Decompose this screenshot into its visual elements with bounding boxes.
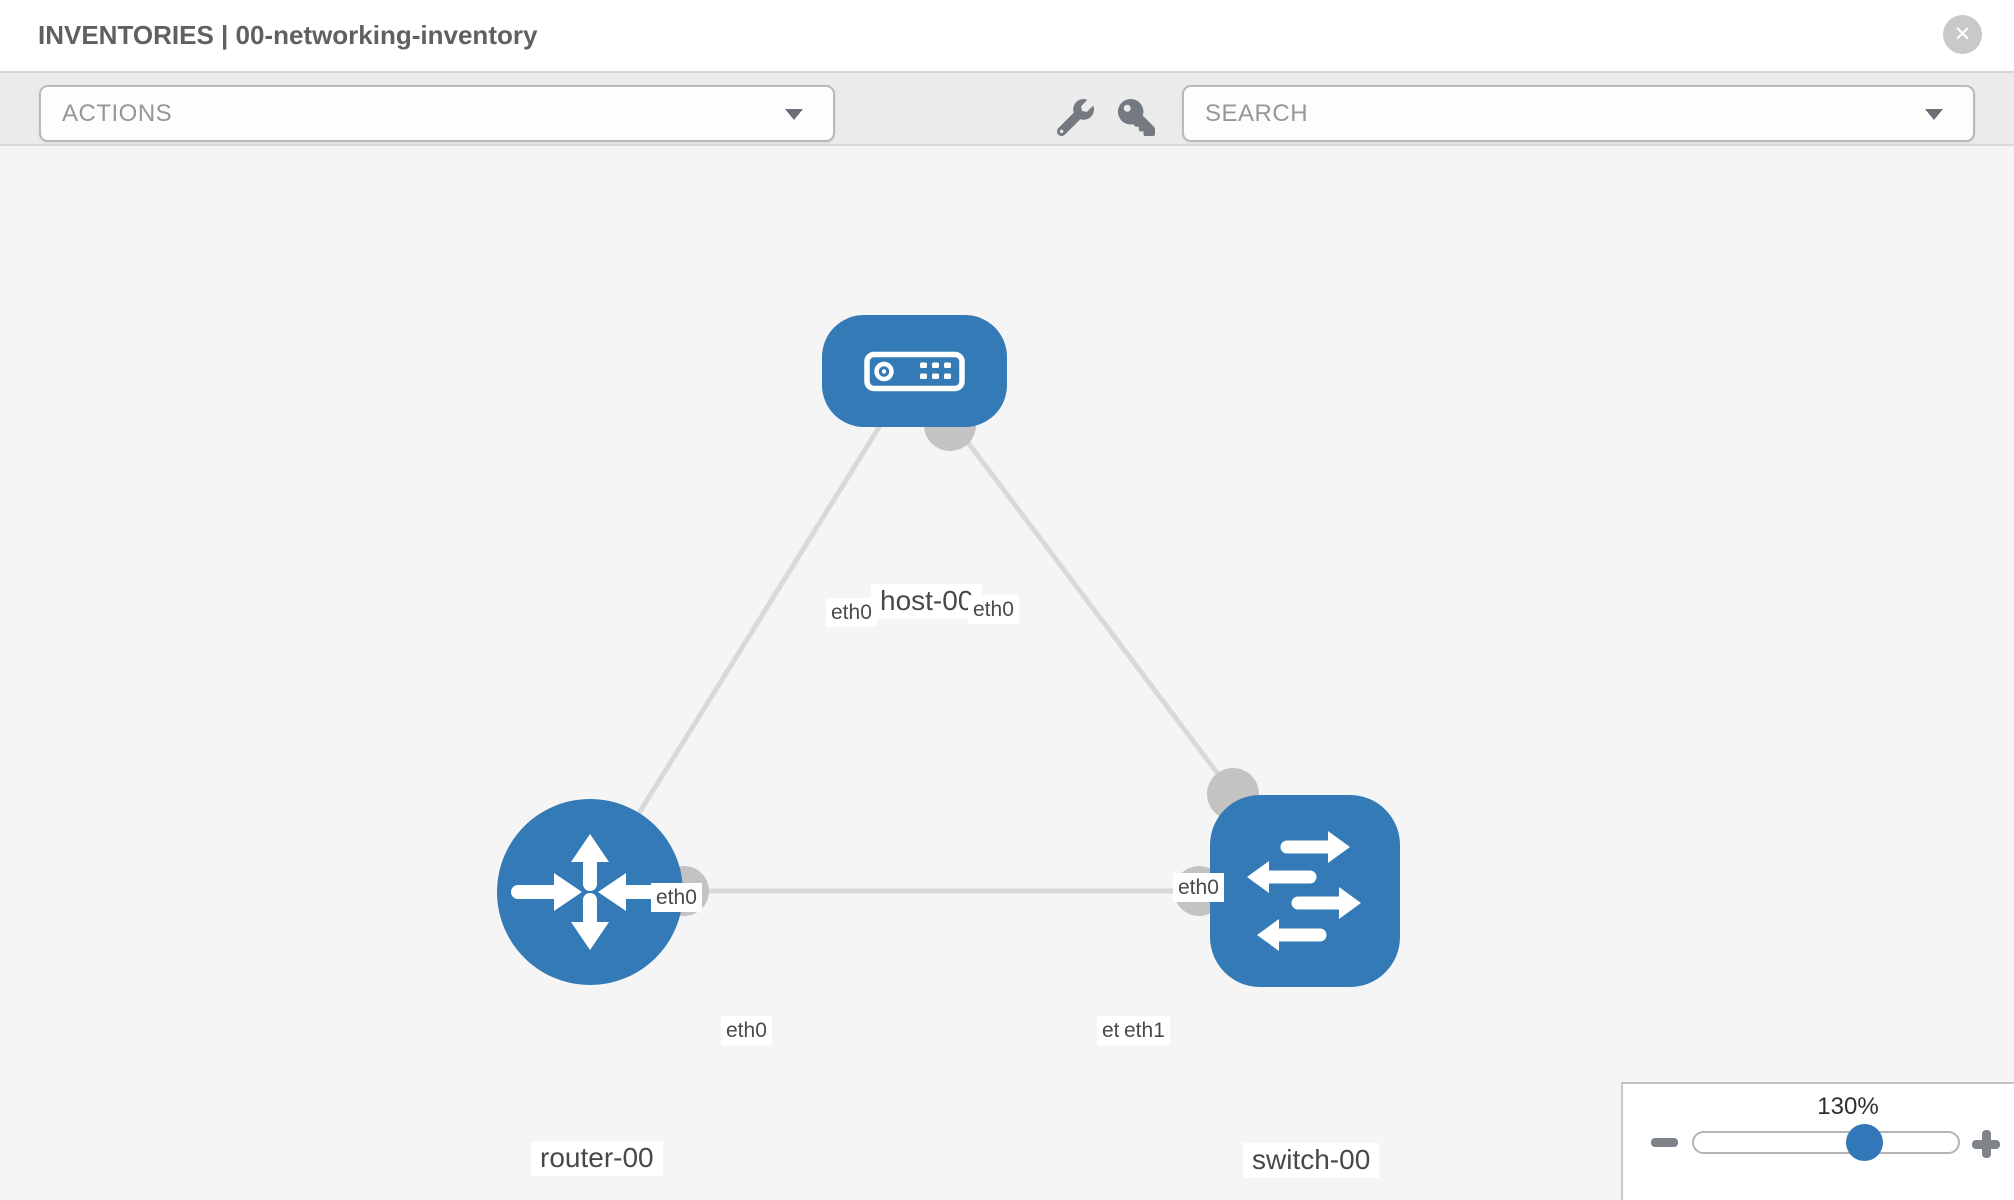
toolbar: ACTIONS SEARCH bbox=[0, 73, 2014, 146]
chevron-down-icon bbox=[1925, 109, 1943, 120]
page-title: INVENTORIES | 00-networking-inventory bbox=[38, 20, 538, 50]
interface-label-router-to-switch: eth0 bbox=[721, 1016, 772, 1046]
zoom-in-button[interactable] bbox=[1972, 1130, 2000, 1158]
zoom-slider-track[interactable] bbox=[1692, 1131, 1960, 1154]
wrench-icon[interactable] bbox=[1057, 99, 1094, 136]
interface-label-host-to-switch: eth0 bbox=[968, 595, 1019, 625]
actions-dropdown-label: ACTIONS bbox=[62, 100, 173, 127]
key-icon[interactable] bbox=[1118, 99, 1155, 136]
node-router-00[interactable] bbox=[497, 799, 683, 985]
node-label-host: host-00 bbox=[871, 584, 983, 619]
interface-label-switch-to-router: eth1 bbox=[1119, 1016, 1170, 1046]
zoom-level-value: 130% bbox=[1817, 1093, 1879, 1120]
actions-dropdown[interactable]: ACTIONS bbox=[39, 85, 835, 142]
interface-label-host-to-router: eth0 bbox=[826, 598, 877, 628]
link-host-router[interactable] bbox=[587, 369, 917, 894]
node-host-00[interactable] bbox=[822, 315, 1007, 427]
zoom-slider-handle[interactable] bbox=[1846, 1124, 1883, 1161]
search-dropdown-label: SEARCH bbox=[1205, 100, 1309, 127]
close-icon[interactable]: ✕ bbox=[1943, 15, 1982, 54]
topology-canvas[interactable]: host-00 router-00 switch-00 eth0 eth0 et… bbox=[0, 146, 2014, 1200]
interface-label-router-to-host: eth0 bbox=[651, 883, 702, 913]
search-dropdown[interactable]: SEARCH bbox=[1182, 85, 1975, 142]
zoom-control-panel: 130% bbox=[1621, 1082, 2014, 1200]
zoom-out-button[interactable] bbox=[1651, 1138, 1678, 1147]
server-icon bbox=[864, 351, 965, 392]
interface-label-switch-to-host: eth0 bbox=[1173, 873, 1224, 903]
node-label-switch: switch-00 bbox=[1243, 1143, 1380, 1178]
router-arrows-icon bbox=[511, 834, 669, 950]
switch-arrows-icon bbox=[1247, 831, 1361, 951]
node-label-router: router-00 bbox=[531, 1141, 663, 1176]
chevron-down-icon bbox=[785, 109, 803, 120]
header-bar: INVENTORIES | 00-networking-inventory ✕ bbox=[0, 0, 2014, 73]
node-switch-00[interactable] bbox=[1210, 795, 1400, 987]
